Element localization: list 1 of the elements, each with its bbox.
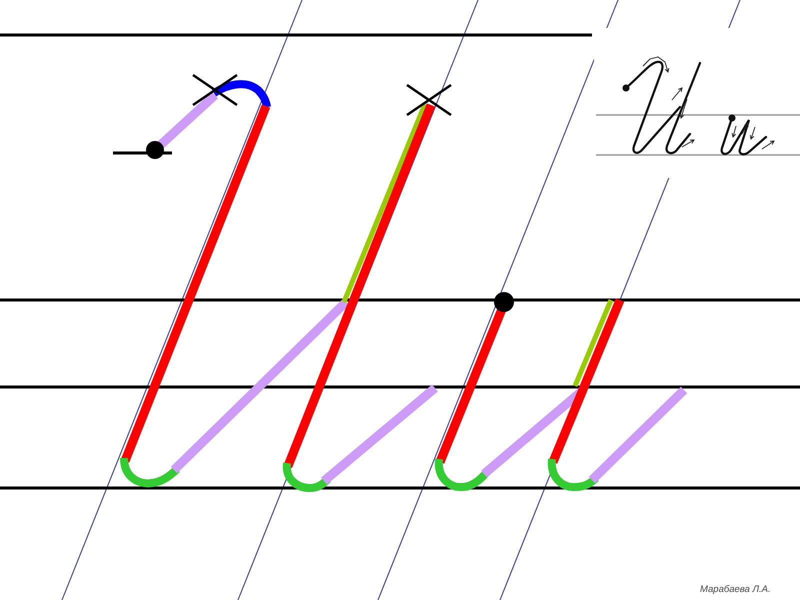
- author-credit: Марабаева Л.А.: [700, 584, 771, 596]
